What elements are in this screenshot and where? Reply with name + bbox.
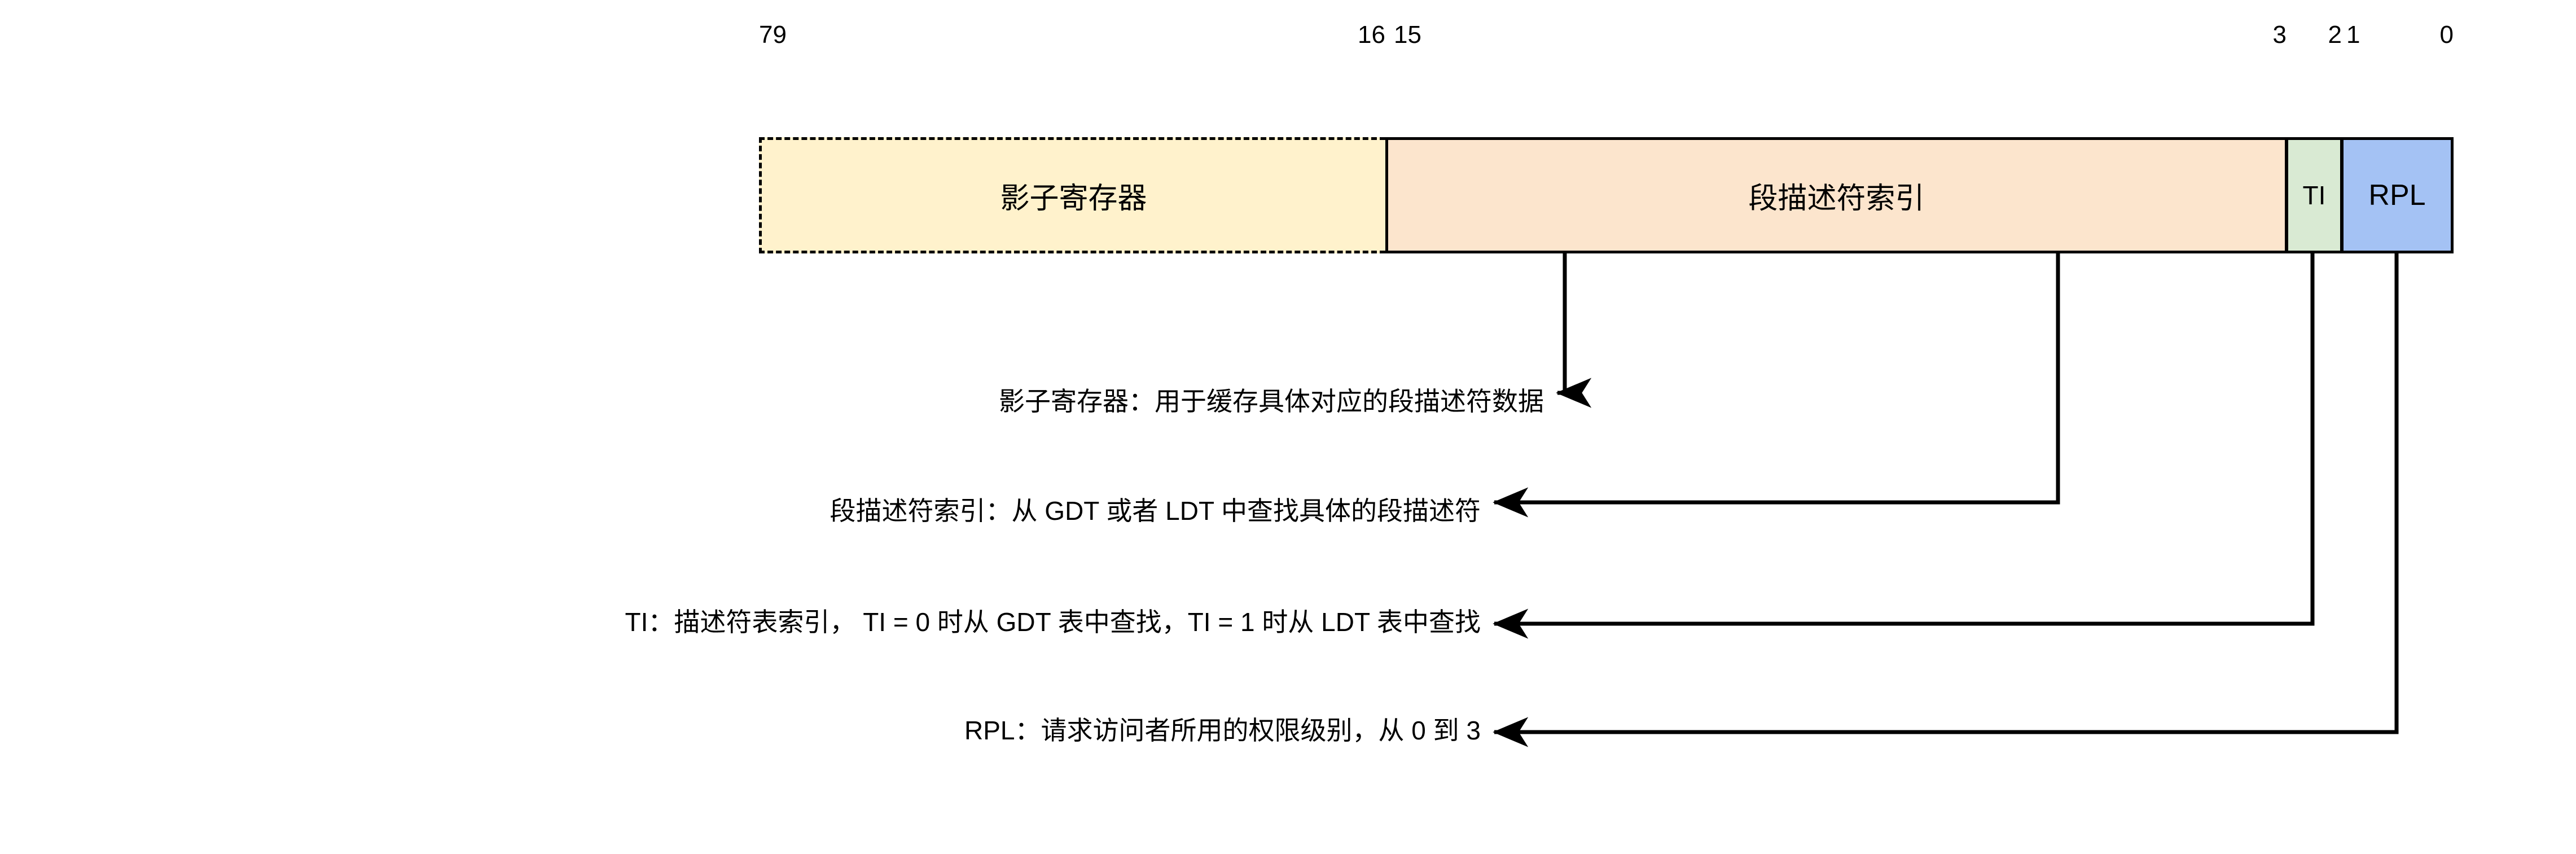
- field-rpl-label: RPL: [2368, 179, 2426, 212]
- leader-line-shadow-register: [1556, 253, 1592, 408]
- bit-label-15: 15: [1394, 21, 1421, 49]
- callout-text-shadow-register: 影子寄存器：用于缓存具体对应的段描述符数据: [999, 387, 1544, 416]
- callout-text-ti: TI：描述符表索引， TI = 0 时从 GDT 表中查找，TI = 1 时从 …: [625, 607, 1481, 637]
- callout-text-rpl: RPL：请求访问者所用的权限级别，从 0 到 3: [964, 716, 1481, 745]
- field-segment-descriptor-index-label: 段描述符索引: [1748, 182, 1925, 215]
- leader-line-segment-descriptor-index: [1493, 253, 2060, 518]
- bit-label-0: 0: [2439, 21, 2454, 49]
- bit-label-16: 16: [1358, 21, 1385, 49]
- bit-label-3: 3: [2272, 21, 2287, 49]
- field-ti-label: TI: [2302, 181, 2326, 210]
- bit-label-2: 2: [2328, 21, 2342, 49]
- leader-line-ti: [1493, 253, 2315, 639]
- bit-label-79: 79: [759, 21, 787, 49]
- callout-text-segment-descriptor-index: 段描述符索引：从 GDT 或者 LDT 中查找具体的段描述符: [830, 496, 1481, 525]
- bit-label-1: 1: [2346, 21, 2360, 49]
- leader-line-rpl: [1493, 253, 2399, 747]
- field-ti[interactable]: TI: [2287, 137, 2342, 253]
- field-shadow-register-label: 影子寄存器: [1000, 182, 1147, 215]
- field-shadow-register[interactable]: 影子寄存器: [759, 137, 1385, 253]
- register-bitfield-bar: 影子寄存器 段描述符索引 TI RPL: [759, 137, 2454, 253]
- field-rpl[interactable]: RPL: [2342, 137, 2454, 253]
- field-segment-descriptor-index[interactable]: 段描述符索引: [1385, 137, 2287, 253]
